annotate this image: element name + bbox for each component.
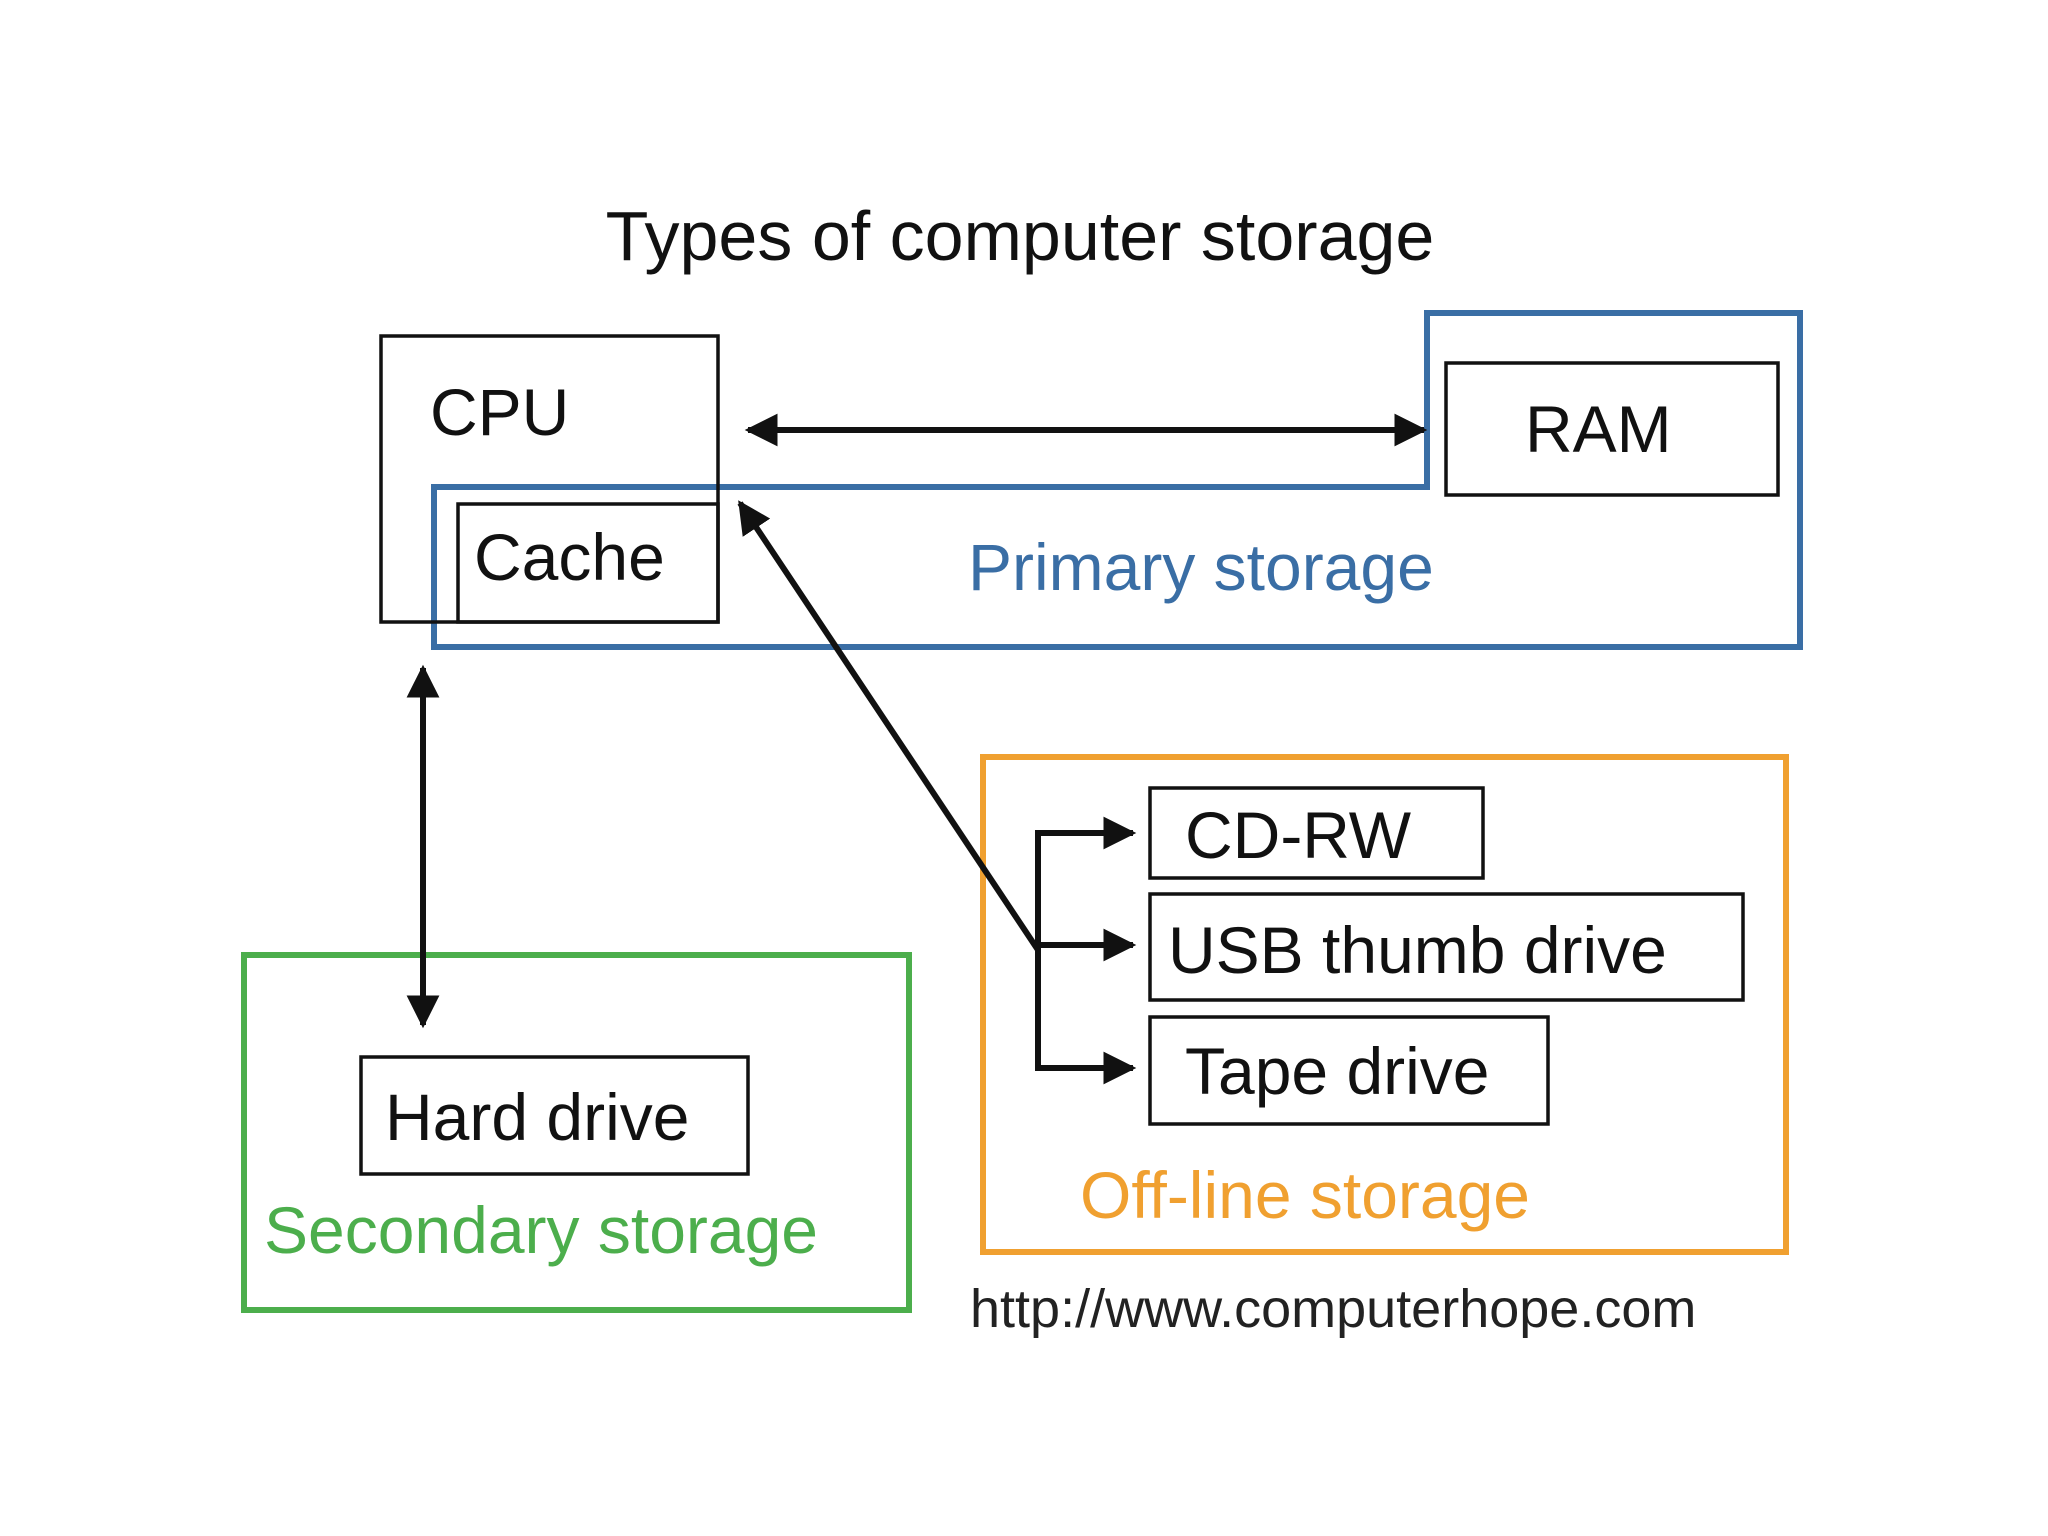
cache-box	[456, 502, 720, 624]
secondary-storage-group	[241, 952, 912, 1313]
usb-thumb-drive-box	[1148, 892, 1745, 1002]
primary-storage-label: Primary storage	[968, 530, 1434, 604]
hard-drive-box	[359, 1055, 750, 1176]
tape-drive-box	[1148, 1015, 1550, 1126]
ram-box	[1444, 361, 1780, 497]
cache-offline-arrow	[737, 500, 1041, 952]
usb-thumb-drive-label: USB thumb drive	[1168, 913, 1667, 987]
offline-storage-group	[980, 754, 1789, 1255]
ram-label: RAM	[1525, 392, 1672, 466]
cache-label: Cache	[474, 520, 665, 594]
cd-rw-box	[1148, 786, 1485, 880]
source-url: http://www.computerhope.com	[970, 1279, 1696, 1339]
tape-drive-label: Tape drive	[1185, 1034, 1490, 1108]
offline-storage-label: Off-line storage	[1080, 1158, 1530, 1232]
hard-drive-label: Hard drive	[385, 1080, 689, 1154]
diagram-title: Types of computer storage	[606, 197, 1435, 275]
primary-storage-group	[431, 310, 1803, 650]
cpu-label: CPU	[430, 375, 569, 449]
cd-rw-label: CD-RW	[1185, 798, 1412, 872]
secondary-storage-label: Secondary storage	[264, 1193, 818, 1267]
